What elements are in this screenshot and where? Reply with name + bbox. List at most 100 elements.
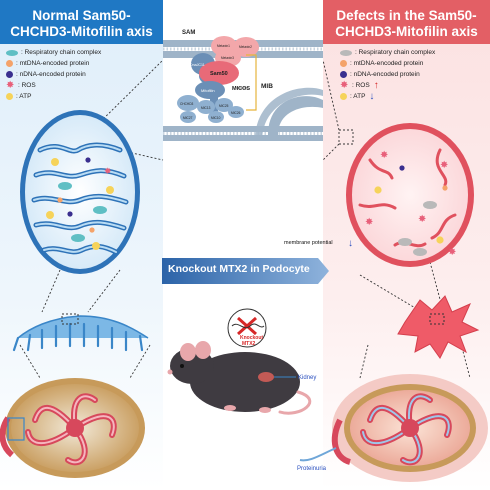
atp-icon: [340, 93, 347, 100]
legend-label: : ROS: [18, 82, 36, 89]
defective-podocyte: [397, 295, 480, 359]
dnajc11-label: DnaJC11: [190, 63, 205, 67]
atp-icon: [374, 186, 382, 194]
respiratory-complex-icon: [398, 238, 412, 246]
mouse-illustration: [167, 341, 312, 415]
atp-icon: [92, 242, 100, 250]
normal-podocyte: [12, 313, 149, 352]
micos-complex: [177, 81, 244, 123]
legend-label: : ATP: [16, 93, 32, 100]
legend-label: : Respiratory chain complex: [355, 49, 436, 56]
mitofilin-stalk: [210, 84, 218, 120]
micos-label: MICOS: [232, 86, 250, 92]
kidney-organ-icon: [258, 372, 274, 382]
mitofilin-label: Mitofilin: [201, 88, 215, 93]
sam-complex: [191, 36, 259, 85]
knockout-banner-arrow: [162, 258, 329, 284]
mic27-label: MIC27: [183, 116, 193, 120]
legend-item-ndna: : nDNA-encoded protein: [340, 69, 435, 80]
mic26-protein: [228, 106, 244, 118]
legend-label: : nDNA-encoded protein: [350, 71, 420, 78]
knockout-label-line2: MTX2: [242, 341, 256, 347]
mib-bracket: [246, 54, 257, 111]
respiratory-complex-icon: [6, 49, 18, 56]
ros-icon: ✸: [380, 150, 388, 161]
knockout-label-line1: Knockout: [240, 335, 263, 341]
ros-icon: ✸: [418, 214, 426, 225]
mib-label: MIB: [261, 83, 273, 90]
atp-icon: [46, 211, 54, 219]
mic25-protein: [215, 98, 233, 112]
mic27-protein: [180, 111, 196, 123]
mtdna-protein-icon: [89, 227, 95, 233]
chchd3-protein: [177, 95, 199, 111]
legend-item-respiratory: : Respiratory chain complex: [340, 47, 435, 58]
atp-down-arrow-icon: ↓: [369, 91, 375, 102]
respiratory-complex-icon: [93, 206, 107, 214]
sam50-protein: [199, 61, 239, 85]
ndna-protein-icon: [399, 165, 405, 171]
complex-inset: [163, 0, 323, 160]
atp-icon: [106, 186, 114, 194]
mic10-label: MIC10: [211, 116, 221, 120]
mtdna-protein-icon: [340, 60, 347, 67]
legend-item-ndna: : nDNA-encoded protein: [6, 69, 101, 80]
defective-mitochondrion: ✸ ✸ ✸ ✸ ✸: [346, 123, 474, 267]
respiratory-complex-icon: [71, 234, 85, 242]
defect-legend: : Respiratory chain complex : mtDNA-enco…: [340, 47, 435, 102]
ndna-protein-icon: [67, 211, 73, 217]
mic10-protein: [208, 111, 224, 123]
normal-mitochondrion: ✸: [20, 110, 140, 274]
ndna-protein-icon: [340, 71, 347, 78]
atp-icon: [51, 158, 59, 166]
ndna-protein-icon: [85, 157, 91, 163]
mic13-label: MIC13: [201, 106, 211, 110]
legend-item-atp: : ATP ↓: [340, 91, 435, 102]
mitofilin-protein: [195, 81, 225, 99]
mtdna-protein-icon: [6, 60, 13, 67]
atp-icon: [6, 93, 13, 100]
defect-panel-title: Defects in the Sam50- CHCHD3-Mitofilin a…: [323, 0, 490, 44]
legend-item-ros: ✸ : ROS: [6, 80, 101, 91]
metaxin3-label: Metaxin3: [221, 56, 234, 60]
ros-up-arrow-icon: ↑: [373, 80, 379, 91]
legend-label: : ROS: [352, 82, 370, 89]
ros-icon: ✸: [440, 160, 448, 171]
legend-item-mtdna: : mtDNA-encoded protein: [340, 58, 435, 69]
defect-title-line2: CHCHD3-Mitofilin axis: [335, 24, 478, 39]
legend-item-respiratory: : Respiratory chain complex: [6, 47, 101, 58]
legend-item-ros: ✸ : ROS ↑: [340, 80, 435, 91]
metaxin2-protein: [233, 37, 259, 57]
legend-item-atp: : ATP: [6, 91, 101, 102]
legend-label: : ATP: [350, 93, 366, 100]
ros-icon: ✸: [448, 247, 456, 258]
ros-icon: ✸: [6, 80, 15, 91]
inset-labels: SAM MICOS MIB Metaxin1 Metaxin2 Metaxin3…: [180, 30, 273, 120]
respiratory-complex-icon: [413, 248, 427, 256]
mtdna-protein-icon: [442, 185, 448, 191]
ndna-protein-icon: [6, 71, 13, 78]
legend-label: : Respiratory chain complex: [21, 49, 102, 56]
defective-kidney: [299, 374, 488, 482]
legend-label: : nDNA-encoded protein: [16, 71, 86, 78]
legend-label: : mtDNA-encoded protein: [350, 60, 424, 67]
membrane-potential-label: membrane potential: [284, 240, 333, 246]
normal-title-line2: CHCHD3-Mitofilin axis: [10, 24, 153, 39]
ros-icon: ✸: [340, 80, 349, 91]
membrane-down-arrow-icon: ↓: [348, 238, 353, 249]
respiratory-complex-icon: [423, 201, 437, 209]
respiratory-complex-icon: [58, 182, 72, 190]
metaxin2-label: Metaxin2: [239, 45, 252, 49]
mic26-label: MIC26: [231, 111, 241, 115]
normal-panel-title: Normal Sam50- CHCHD3-Mitofilin axis: [0, 0, 163, 44]
legend-label: : mtDNA-encoded protein: [16, 60, 90, 67]
respiratory-complex-icon: [340, 49, 352, 56]
kidney-label: Kidney: [298, 375, 316, 381]
normal-title-line1: Normal Sam50-: [32, 8, 131, 23]
mic25-label: MIC25: [219, 104, 229, 108]
chchd3-label: CHCHD3: [180, 102, 194, 106]
legend-item-mtdna: : mtDNA-encoded protein: [6, 58, 101, 69]
knockout-banner-text: Knockout MTX2 in Podocyte: [168, 263, 310, 275]
ros-icon: ✸: [104, 166, 112, 176]
